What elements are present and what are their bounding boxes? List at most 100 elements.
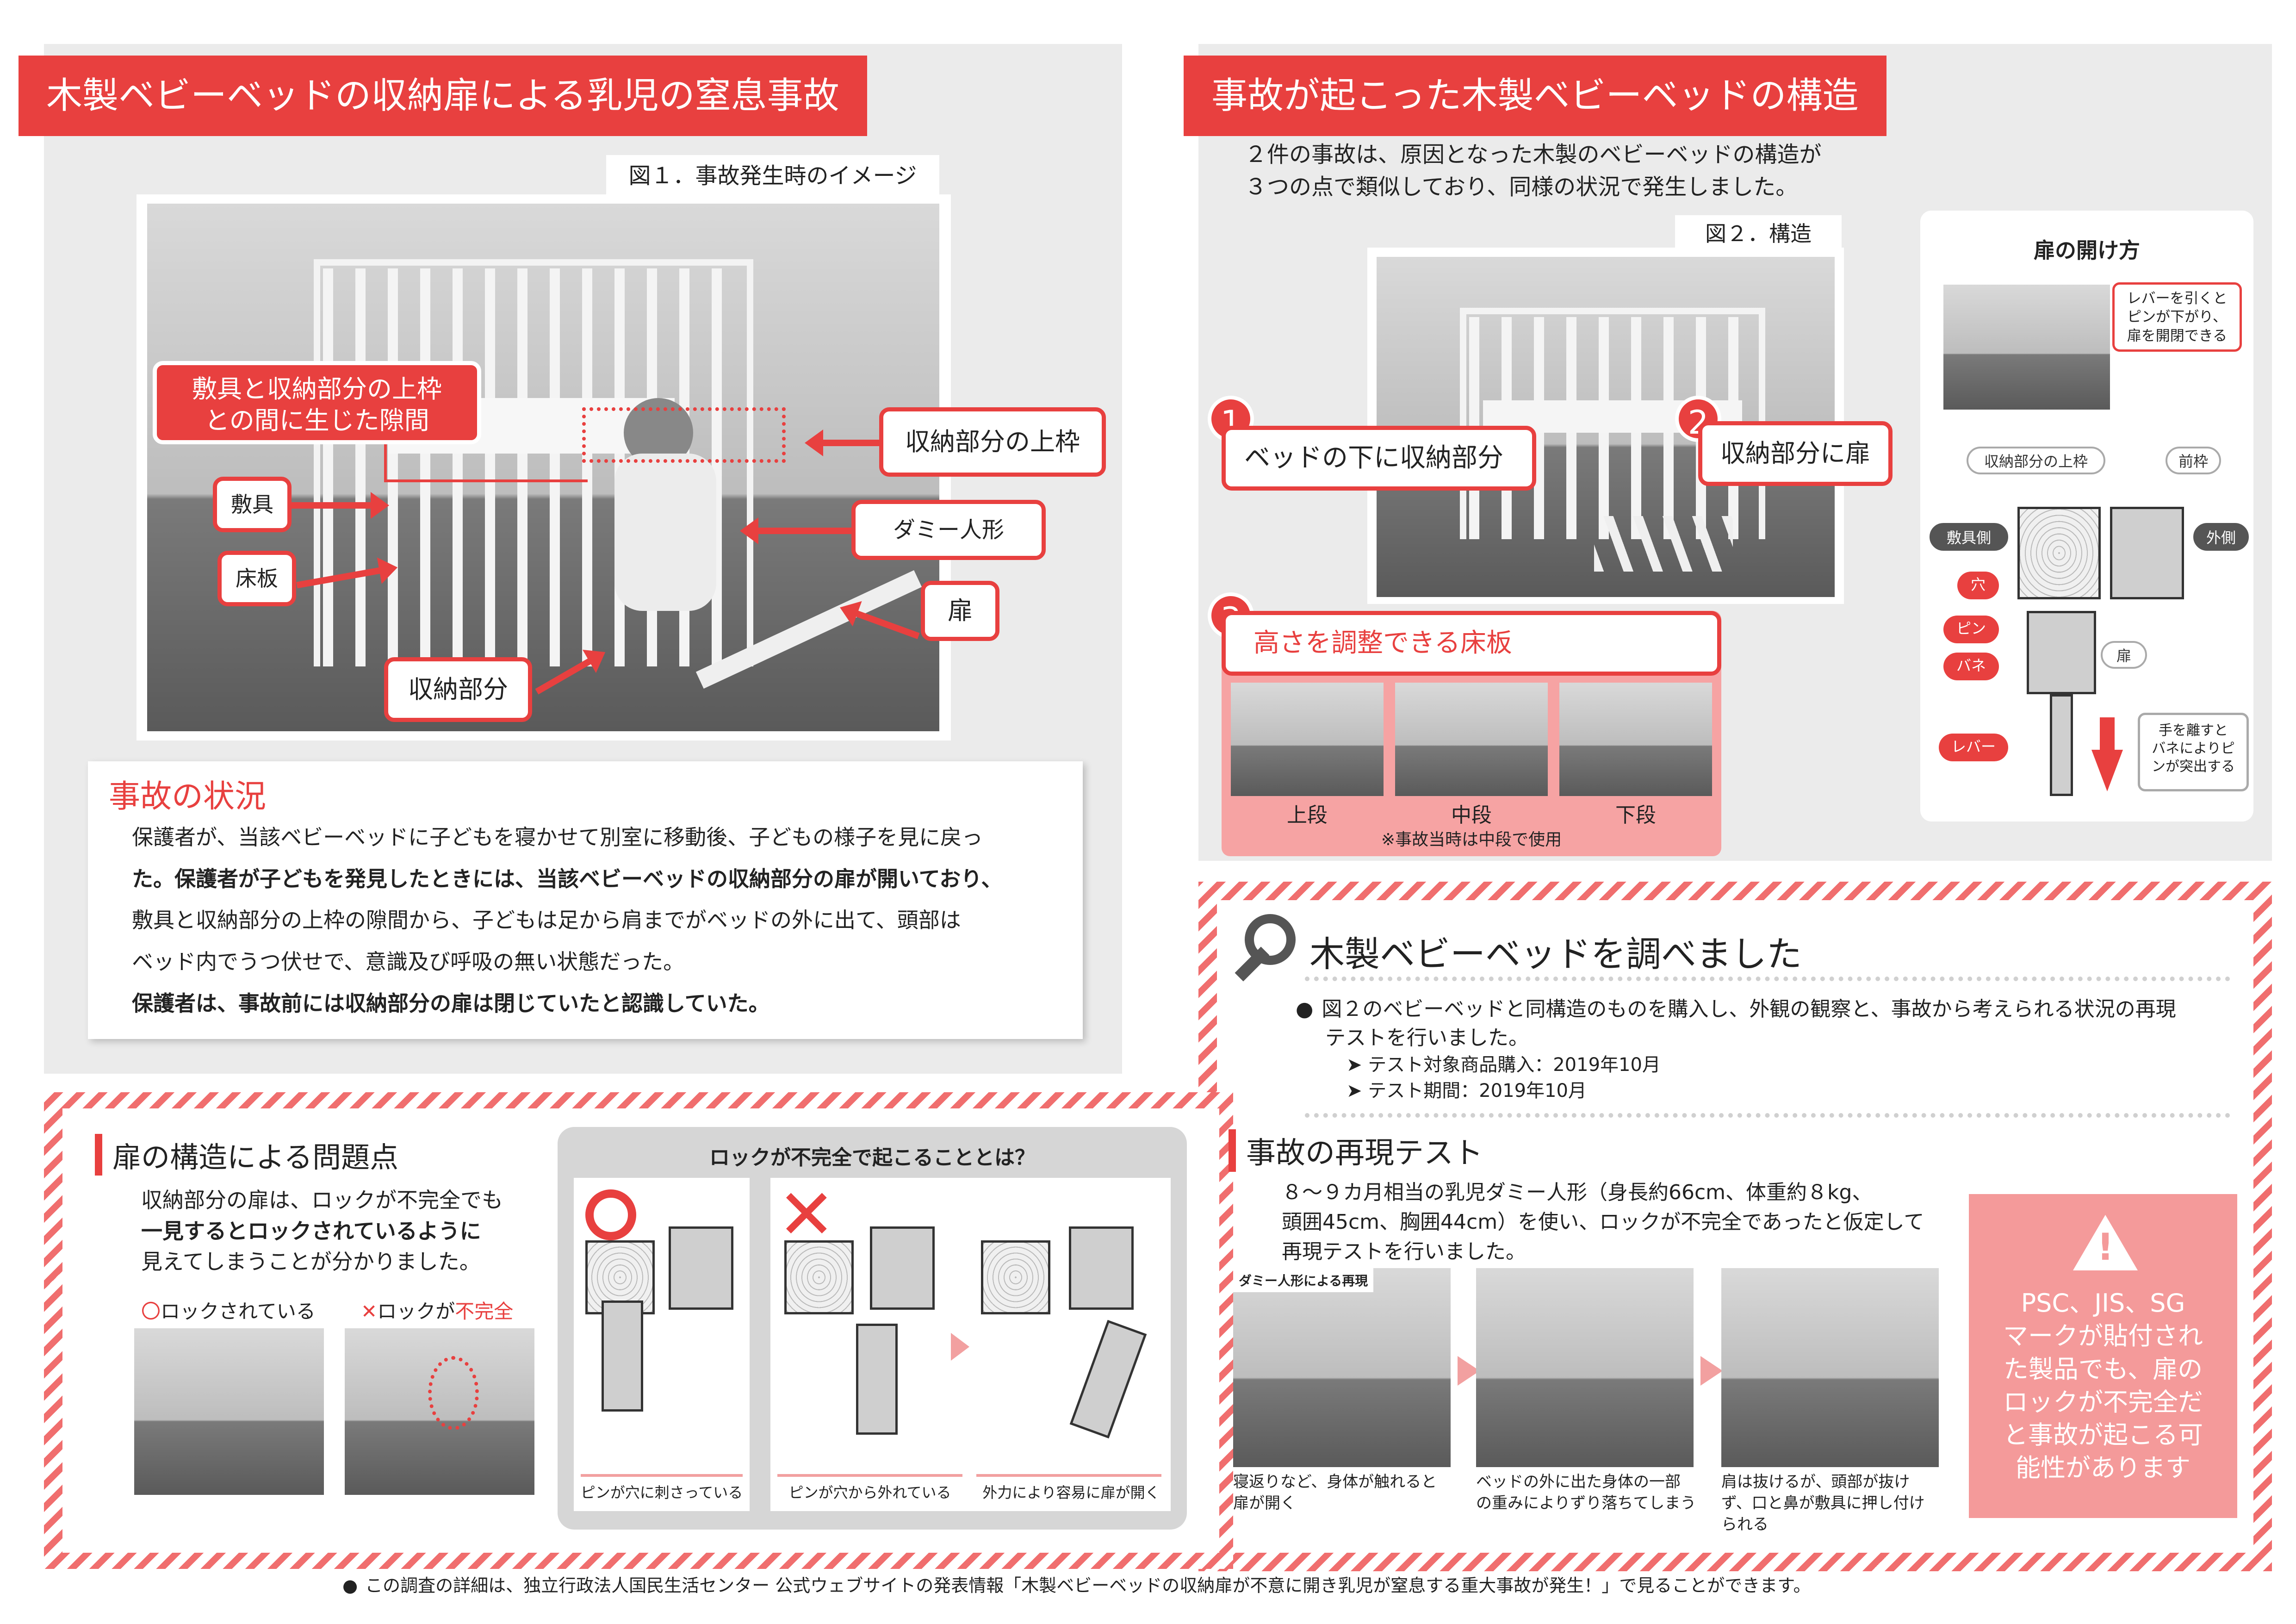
footer-bullet: ●	[342, 1575, 358, 1596]
situation-line: ベッド内でうつ伏せで、意識及び呼吸の無い状態だった。	[132, 949, 685, 975]
label-hole: 穴	[1957, 572, 1999, 599]
problem-line: 一見するとロックされているように	[141, 1218, 481, 1244]
label-lever: レバー	[1939, 734, 2008, 761]
situation-line: 保護者が、当該ベビーベッドに子どもを寝かせて別室に移動後、子どもの様子を見に戻っ	[132, 825, 983, 850]
arrow-shikigu	[292, 492, 389, 519]
level-photo-upper	[1231, 683, 1384, 796]
label-outside: 外側	[2193, 523, 2249, 551]
down-arrow-shaft	[2100, 717, 2115, 754]
diagram-front-frame	[2110, 507, 2184, 599]
repro-body: ８～９カ月相当の乳児ダミー人形（身長約66cm、体重約８kg、 頭囲45cm、胸…	[1282, 1178, 1924, 1266]
label-spring: バネ	[1943, 653, 1999, 680]
situation-line: た。保護者が子どもを発見したときには、当該ベビーベッドの収納部分の扉が開いており…	[132, 866, 1003, 891]
panel-structure-title: 事故が起こった木製ベビーベッドの構造	[1184, 56, 1886, 136]
callout-gap: 敷具と収納部分の上枠 との間に生じた隙間	[153, 361, 481, 444]
callout-gap-connector	[384, 444, 387, 481]
callout-dummy: ダミー人形	[851, 500, 1046, 560]
level-label-lower: 下段	[1615, 803, 1656, 827]
lock-diagram-1-pin	[602, 1300, 643, 1412]
investigation-divider-top	[1305, 977, 2230, 981]
ok-photo	[134, 1328, 324, 1495]
situation-box	[88, 761, 1083, 1039]
problem-inner-cover	[1198, 1108, 1219, 1553]
ng-cross-icon: ✕	[777, 1175, 836, 1255]
magnifier-icon	[1231, 914, 1300, 983]
ng-label: ✕ロックが不完全	[361, 1300, 514, 1323]
repro-caption-1: 寝返りなど、身体が触れると 扉が開く	[1233, 1473, 1437, 1512]
ok-mark-icon: 〇	[141, 1300, 161, 1323]
level-label-middle: 中段	[1451, 803, 1492, 827]
panel-accident-title: 木製ベビーベッドの収納扉による乳児の窒息事故	[19, 56, 867, 136]
play-arrow-icon	[951, 1333, 969, 1361]
ok-label: 〇ロックされている	[141, 1300, 316, 1323]
point3-label: 高さを調整できる床板	[1222, 611, 1721, 676]
lock-diagram-3-front	[1069, 1226, 1134, 1310]
repro-line: 頭囲45cm、胸囲44cm）を使い、ロックが不完全であったと仮定して	[1282, 1210, 1924, 1234]
lock-box-title: ロックが不完全で起こることとは？	[709, 1146, 1035, 1170]
panel-structure-intro: ２件の事故は、原因となった木製のベビーベッドの構造が ３つの点で類似しており、同…	[1245, 139, 1822, 203]
problem-title: 扉の構造による問題点	[95, 1134, 398, 1176]
level-label-upper: 上段	[1287, 803, 1328, 827]
repro-photo-label: ダミー人形による再現	[1233, 1268, 1374, 1292]
lock-caption-1: ピンが穴に刺さっている	[580, 1484, 743, 1501]
door-open-photo	[1943, 285, 2110, 410]
investigation-title: 木製ベビーベッドを調べました	[1309, 933, 1802, 975]
label-front-frame: 前枠	[2166, 447, 2221, 474]
point1-text: ベッドの下に収納部分	[1244, 443, 1503, 473]
lock-caption-line-1	[581, 1474, 743, 1477]
callout-floorboard: 床板	[217, 551, 296, 606]
situation-title: 事故の状況	[109, 778, 267, 815]
callout-gap-connector-h	[384, 479, 588, 482]
point2-text: 収納部分に扉	[1720, 439, 1870, 468]
repro-line: 再現テストを行いました。	[1282, 1239, 1526, 1263]
figure1-caption: 図１．事故発生時のイメージ	[606, 155, 939, 197]
door-open-release-note: 手を離すと バネによりピ ンが突出する	[2138, 713, 2249, 791]
lock-diagram-3-upper	[981, 1240, 1050, 1314]
lock-diagram-2-upper	[784, 1240, 854, 1314]
investigation-bullet: ●図２のベビーベッドと同構造のものを購入し、外観の観察と、事故から考えられる状況…	[1296, 997, 2176, 1021]
footer-note: ●この調査の詳細は、独立行政法人国民生活センター 公式ウェブサイトの発表情報「木…	[342, 1575, 1811, 1596]
callout-door: 扉	[921, 581, 999, 641]
level-note: ※事故当時は中段で使用	[1381, 830, 1562, 849]
lock-diagram-2-front	[870, 1226, 935, 1310]
label-pin: ピン	[1943, 616, 1999, 643]
repro-photo-2	[1476, 1268, 1694, 1467]
repro-line: ８～９カ月相当の乳児ダミー人形（身長約66cm、体重約８kg、	[1282, 1181, 1873, 1204]
arrow-upper-frame	[805, 429, 879, 456]
intro-line: ３つの点で類似しており、同様の状況で発生しました。	[1245, 174, 1798, 200]
diagram-pin-assembly	[2027, 611, 2096, 694]
situation-body: 保護者が、当該ベビーベッドに子どもを寝かせて別室に移動後、子どもの様子を見に戻っ…	[132, 817, 1067, 1024]
level-photo-lower	[1559, 683, 1712, 796]
diagram-upper-frame	[2017, 507, 2101, 599]
label-door: 扉	[2101, 641, 2147, 669]
door-open-title: 扉の開け方	[2034, 238, 2140, 263]
intro-line: ２件の事故は、原因となった木製のベビーベッドの構造が	[1245, 142, 1822, 168]
lock-caption-3: 外力により容易に扉が開く	[982, 1484, 1160, 1501]
repro-title: 事故の再現テスト	[1229, 1129, 1483, 1172]
repro-caption-2: ベッドの外に出た身体の一部 の重みによりずり落ちてしまう	[1476, 1473, 1696, 1512]
figure1-photo	[147, 204, 939, 731]
investigation-sub1: ➤ テスト対象商品購入：2019年10月	[1347, 1054, 1661, 1076]
door-open-lever-note: レバーを引くと ピンが下がり、 扉を開閉できる	[2112, 282, 2242, 352]
point1-label: ベッドの下に収納部分	[1222, 426, 1536, 491]
ng-photo	[345, 1328, 534, 1495]
investigation-bullet-cont: テストを行いました。	[1325, 1026, 1529, 1050]
diagram-lever-rod	[2050, 694, 2073, 796]
problem-line: 見えてしまうことが分かりました。	[141, 1249, 481, 1275]
situation-line: 保護者は、事故前には収納部分の扉は閉じていたと認識していた。	[132, 990, 770, 1016]
level-photo-middle	[1395, 683, 1548, 796]
ok-circle-icon	[585, 1189, 636, 1240]
investigation-body: ●図２のベビーベッドと同構造のものを購入し、外観の観察と、事故から考えられる状況…	[1296, 995, 2176, 1104]
point3-text: 高さを調整できる床板	[1253, 628, 1512, 658]
investigation-divider-bottom	[1305, 1113, 2230, 1118]
repro-caption-3: 肩は抜けるが、頭部が抜け ず、口と鼻が敷具に押し付け られる	[1721, 1473, 1925, 1534]
repro-photo-1: ダミー人形による再現	[1233, 1268, 1451, 1467]
repro-photo-3	[1721, 1268, 1939, 1467]
down-arrow-icon	[2091, 750, 2123, 791]
warning-icon	[2073, 1215, 2138, 1270]
callout-shikigu: 敷具	[213, 477, 292, 532]
lock-diagram-2-pin	[856, 1324, 898, 1435]
arrow-dummy	[740, 517, 851, 544]
problem-body: 収納部分の扉は、ロックが不完全でも 一見するとロックされているように 見えてしま…	[141, 1185, 503, 1277]
ng-mark-icon: ✕	[361, 1300, 378, 1323]
